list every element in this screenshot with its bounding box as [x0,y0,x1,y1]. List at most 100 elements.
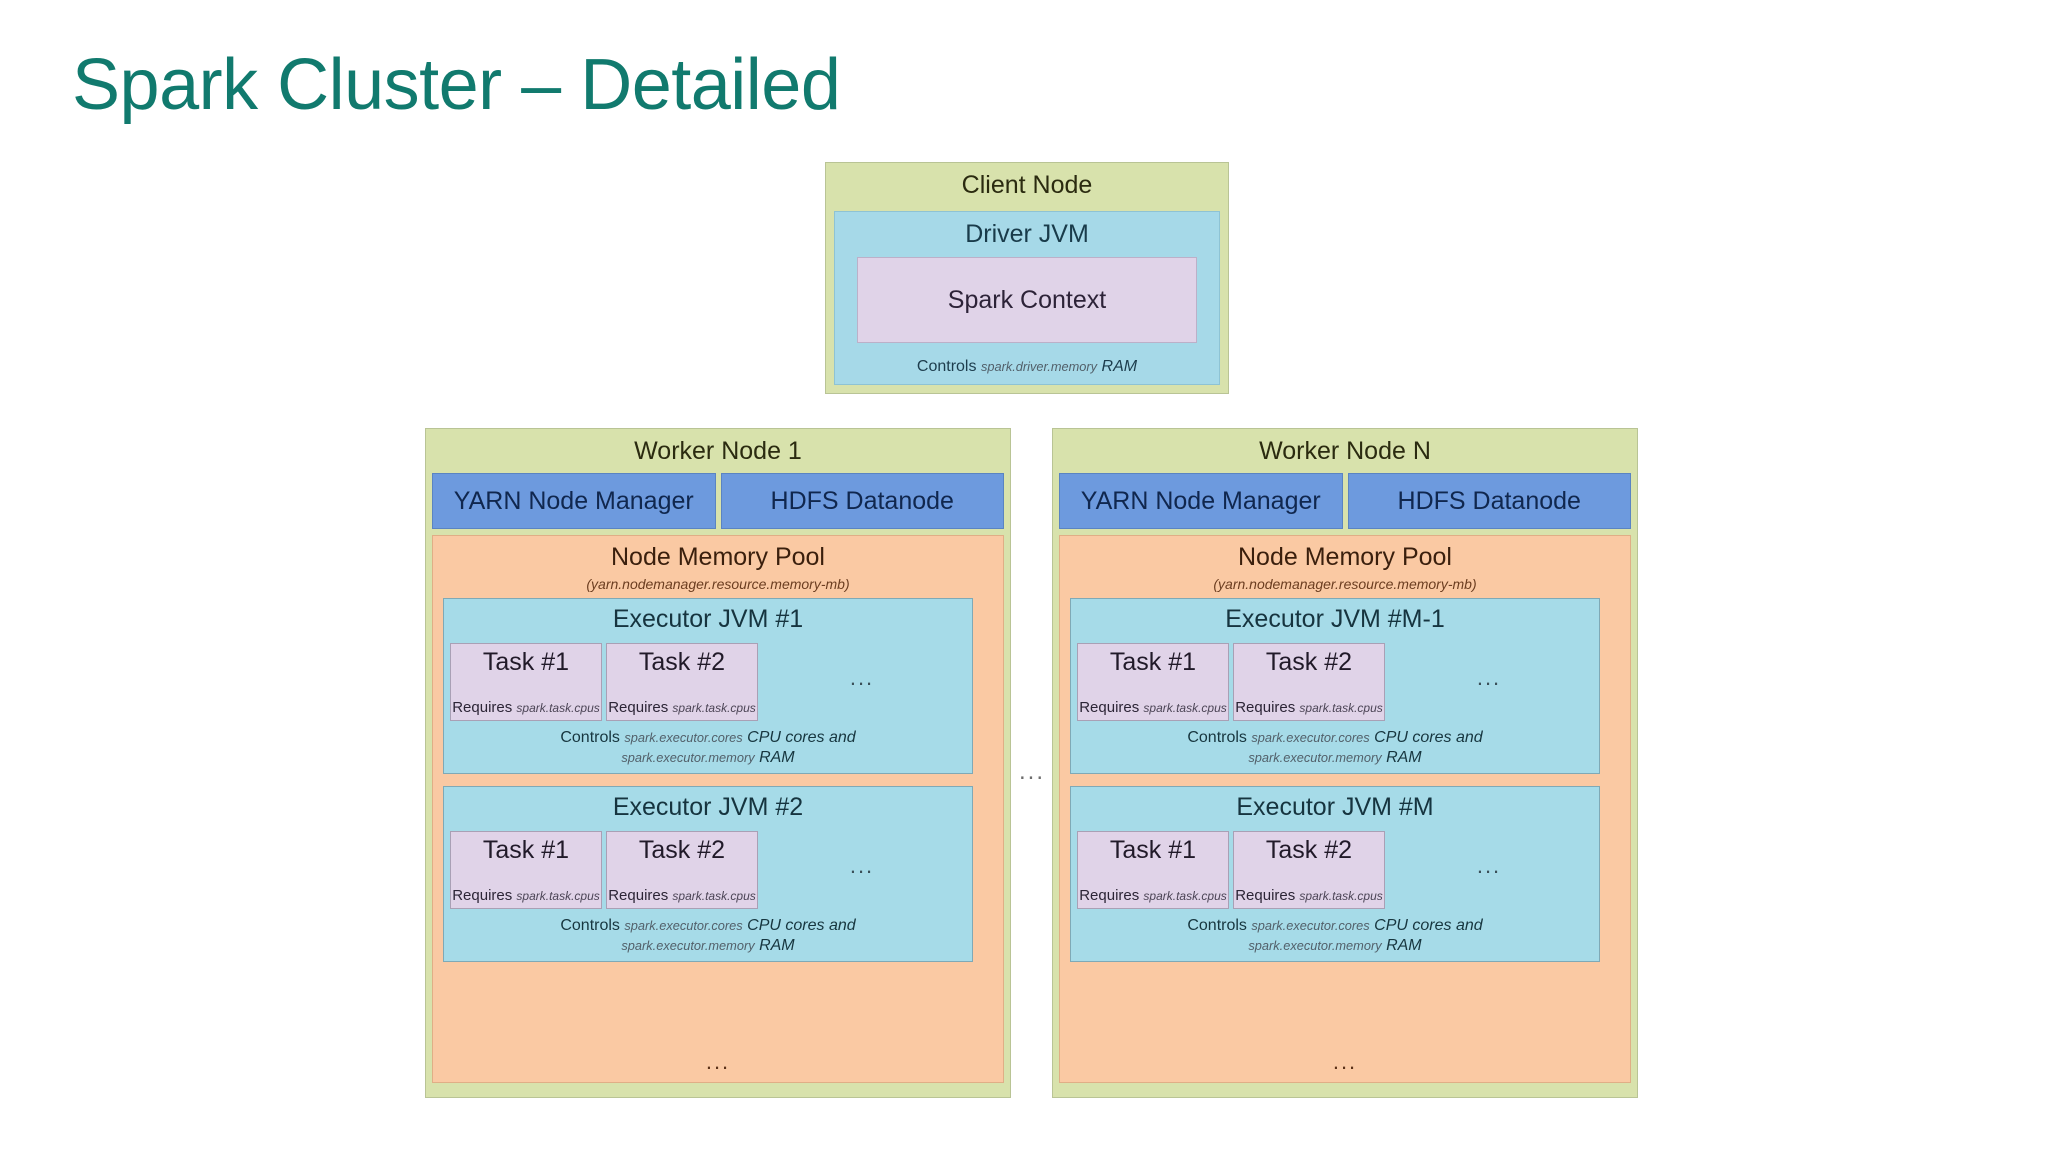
worker-n-memory-pool: Node Memory Pool (yarn.nodemanager.resou… [1059,535,1631,1083]
worker-n-executor-m-1-tasks-row: Task #1 Requires spark.task.cpus Task #2… [1077,643,1593,721]
client-node-box: Client Node Driver JVM Spark Context Con… [825,162,1229,394]
worker-n-services-row: YARN Node Manager HDFS Datanode [1059,473,1631,529]
task-requires-note: Requires spark.task.cpus [607,887,757,904]
executor-controls-note: Controls spark.executor.cores CPU cores … [450,916,966,956]
task-title: Task #2 [638,648,726,676]
task-requires-note: Requires spark.task.cpus [607,699,757,716]
executor-cores-text: CPU cores and [1374,729,1483,746]
worker-n-hdfs-label: HDFS Datanode [1397,486,1581,515]
worker-n-executor-m-title: Executor JVM #M [1236,793,1434,821]
worker-n-yarn-label: YARN Node Manager [1080,486,1321,515]
executor-memory-config: spark.executor.memory [621,750,755,765]
task-box: Task #1 Requires spark.task.cpus [450,831,602,909]
executor-memory-config: spark.executor.memory [621,938,755,953]
worker-1-executor-1-tasks-row: Task #1 Requires spark.task.cpus Task #2… [450,643,966,721]
task-requires-prefix: Requires [608,887,669,904]
task-box: Task #1 Requires spark.task.cpus [450,643,602,721]
worker-1-hdfs-label: HDFS Datanode [770,486,954,515]
worker-1-memory-pool-title: Node Memory Pool [611,543,825,571]
worker-n-executor-m-tasks-row: Task #1 Requires spark.task.cpus Task #2… [1077,831,1593,909]
spark-context-label: Spark Context [947,285,1107,314]
worker-n-executors-overflow-ellipsis: ... [1332,1049,1358,1074]
worker-n-yarn-node-manager: YARN Node Manager [1059,473,1343,529]
worker-1-hdfs-datanode: HDFS Datanode [720,473,1004,529]
worker-1-executor-2-box: Executor JVM #2 Task #1 Requires spark.t… [443,786,973,962]
executor-memory-text: RAM [759,937,795,954]
task-requires-note: Requires spark.task.cpus [451,887,601,904]
task-title: Task #1 [1109,648,1197,676]
task-cpus-config: spark.task.cpus [672,889,756,903]
worker-n-executor-m-1-title: Executor JVM #M-1 [1225,605,1445,633]
task-title: Task #2 [638,836,726,864]
tasks-overflow-ellipsis: ... [1476,665,1502,690]
executor-controls-note: Controls spark.executor.cores CPU cores … [1077,728,1593,768]
task-requires-prefix: Requires [1235,887,1296,904]
executor-memory-config: spark.executor.memory [1248,750,1382,765]
worker-1-executors-overflow-ellipsis: ... [705,1049,731,1074]
executor-controls-prefix: Controls [1187,729,1247,746]
task-cpus-config: spark.task.cpus [672,701,756,715]
executor-memory-text: RAM [1386,937,1422,954]
task-cpus-config: spark.task.cpus [1143,889,1227,903]
task-box: Task #2 Requires spark.task.cpus [606,831,758,909]
executor-cores-text: CPU cores and [747,917,856,934]
worker-1-executor-1-box: Executor JVM #1 Task #1 Requires spark.t… [443,598,973,774]
task-requires-prefix: Requires [1079,887,1140,904]
worker-1-executor-2-title: Executor JVM #2 [612,793,804,821]
executor-cores-text: CPU cores and [1374,917,1483,934]
task-box: Task #2 Requires spark.task.cpus [1233,643,1385,721]
task-cpus-config: spark.task.cpus [1299,889,1383,903]
worker-node-1-box: Worker Node 1 YARN Node Manager HDFS Dat… [425,428,1011,1098]
task-title: Task #1 [482,836,570,864]
task-title: Task #2 [1265,648,1353,676]
task-box: Task #2 Requires spark.task.cpus [606,643,758,721]
executor-controls-prefix: Controls [1187,917,1247,934]
worker-1-yarn-node-manager: YARN Node Manager [432,473,716,529]
task-box: Task #2 Requires spark.task.cpus [1233,831,1385,909]
worker-1-yarn-label: YARN Node Manager [453,486,694,515]
executor-cores-config: spark.executor.cores [1251,918,1370,933]
task-requires-prefix: Requires [452,887,513,904]
executor-cores-text: CPU cores and [747,729,856,746]
driver-controls-note: Controls spark.driver.memory RAM [835,358,1219,376]
task-cpus-config: spark.task.cpus [1299,701,1383,715]
worker-1-memory-pool-config: (yarn.nodemanager.resource.memory-mb) [586,576,850,592]
task-requires-prefix: Requires [1235,699,1296,716]
task-requires-note: Requires spark.task.cpus [1078,887,1228,904]
executor-memory-text: RAM [759,749,795,766]
worker-n-executor-m-1-box: Executor JVM #M-1 Task #1 Requires spark… [1070,598,1600,774]
driver-jvm-box: Driver JVM Spark Context Controls spark.… [834,211,1220,385]
task-requires-prefix: Requires [1079,699,1140,716]
client-node-title: Client Node [961,171,1093,199]
worker-node-n-title: Worker Node N [1259,437,1431,465]
worker-n-memory-pool-title: Node Memory Pool [1238,543,1452,571]
executor-memory-text: RAM [1386,749,1422,766]
task-cpus-config: spark.task.cpus [516,889,600,903]
driver-jvm-title: Driver JVM [965,220,1089,248]
executor-cores-config: spark.executor.cores [624,918,743,933]
driver-controls-prefix: Controls [916,358,977,375]
worker-1-memory-pool: Node Memory Pool (yarn.nodemanager.resou… [432,535,1004,1083]
task-title: Task #2 [1265,836,1353,864]
task-requires-prefix: Requires [608,699,669,716]
task-box: Task #1 Requires spark.task.cpus [1077,643,1229,721]
worker-1-executor-2-tasks-row: Task #1 Requires spark.task.cpus Task #2… [450,831,966,909]
task-requires-note: Requires spark.task.cpus [1234,887,1384,904]
executor-controls-prefix: Controls [560,917,620,934]
task-box: Task #1 Requires spark.task.cpus [1077,831,1229,909]
driver-memory-config: spark.driver.memory [980,359,1098,374]
worker-node-n-box: Worker Node N YARN Node Manager HDFS Dat… [1052,428,1638,1098]
tasks-overflow-ellipsis: ... [1476,853,1502,878]
executor-controls-note: Controls spark.executor.cores CPU cores … [1077,916,1593,956]
worker-n-memory-pool-config: (yarn.nodemanager.resource.memory-mb) [1213,576,1477,592]
task-cpus-config: spark.task.cpus [1143,701,1227,715]
task-requires-prefix: Requires [452,699,513,716]
worker-1-executor-1-title: Executor JVM #1 [612,605,804,633]
worker-nodes-overflow-ellipsis: ... [1018,758,1045,785]
executor-controls-prefix: Controls [560,729,620,746]
executor-controls-note: Controls spark.executor.cores CPU cores … [450,728,966,768]
task-title: Task #1 [482,648,570,676]
task-requires-note: Requires spark.task.cpus [1078,699,1228,716]
task-requires-note: Requires spark.task.cpus [451,699,601,716]
task-title: Task #1 [1109,836,1197,864]
